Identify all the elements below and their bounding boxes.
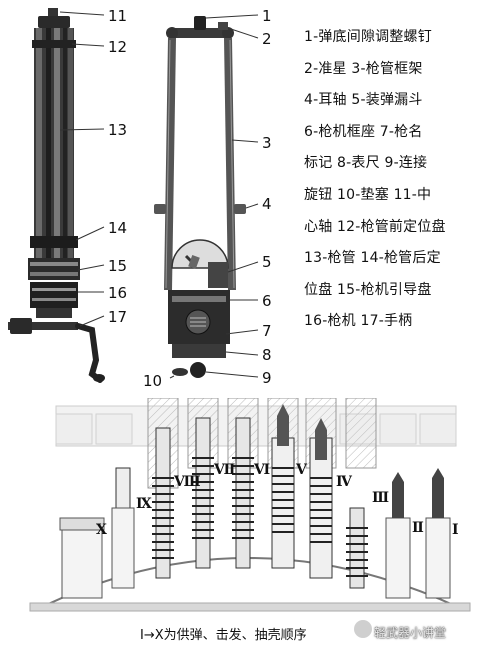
legend-line: 旋钮 10-垫塞 11-中	[304, 186, 432, 203]
callout-6: 6	[262, 292, 272, 310]
station-label: Ⅳ	[336, 474, 352, 490]
sequence-illustration	[29, 397, 471, 612]
callout-7: 7	[262, 322, 272, 340]
firing-sequence-diagram: Ⅷ Ⅶ Ⅵ Ⅴ Ⅳ Ⅲ Ⅱ Ⅰ Ⅸ Ⅹ	[0, 397, 490, 648]
callout-9: 9	[262, 369, 272, 387]
station-label: Ⅸ	[136, 496, 152, 512]
top-figures: 11 12 13 14 15 16 17 1 2 3 4 5 6 7 8 9 1…	[8, 7, 490, 390]
legend-line: 心轴 12-枪管前定位盘	[304, 218, 446, 235]
callout-1: 1	[262, 7, 272, 25]
parts-legend: 1-弹底间隙调整螺钉 2-准星 3-枪管框架 4-耳轴 5-装弹漏斗 6-枪机框…	[304, 22, 490, 338]
gun-illustrations	[8, 8, 259, 383]
legend-line: 标记 8-表尺 9-连接	[304, 155, 428, 172]
station-label: Ⅱ	[412, 520, 424, 536]
callout-8: 8	[262, 346, 272, 364]
callout-4: 4	[262, 195, 272, 213]
callout-13: 13	[108, 121, 128, 139]
station-label: Ⅵ	[254, 462, 271, 478]
watermark: 轻武器小讲堂	[374, 626, 447, 640]
callout-15: 15	[108, 257, 128, 275]
callout-16: 16	[108, 284, 128, 302]
station-label: Ⅲ	[372, 490, 390, 506]
watermark-logo-icon	[354, 620, 372, 638]
legend-line: 13-枪管 14-枪管后定	[304, 250, 441, 267]
callout-12: 12	[108, 38, 128, 56]
barrel-frame	[154, 16, 246, 378]
gatling-barrel-assembly	[8, 8, 105, 383]
callout-11: 11	[108, 7, 128, 25]
legend-line: 位盘 15-枪机引导盘	[304, 281, 432, 298]
legend-line: 16-枪机 17-手柄	[304, 313, 413, 330]
frame-leader-lines	[169, 14, 259, 379]
station-label: Ⅹ	[96, 522, 107, 538]
callout-2: 2	[262, 30, 272, 48]
callout-10: 10	[143, 372, 163, 390]
legend-line: 1-弹底间隙调整螺钉	[304, 29, 432, 45]
station-label: Ⅷ	[174, 474, 201, 490]
callout-3: 3	[262, 134, 272, 152]
callout-5: 5	[262, 253, 272, 271]
station-label: Ⅰ	[452, 522, 459, 538]
sequence-caption: Ⅰ→Ⅹ为供弹、击发、抽壳顺序	[140, 628, 307, 643]
legend-line: 6-枪机框座 7-枪名	[304, 123, 423, 140]
callout-17: 17	[108, 308, 128, 326]
legend-line: 4-耳轴 5-装弹漏斗	[304, 92, 423, 109]
bolt-assemblies	[59, 404, 451, 599]
callout-14: 14	[108, 219, 128, 237]
left-leader-lines	[59, 11, 105, 327]
station-label: Ⅴ	[296, 462, 307, 478]
legend-line: 2-准星 3-枪管框架	[304, 60, 423, 77]
station-label: Ⅶ	[214, 462, 236, 478]
